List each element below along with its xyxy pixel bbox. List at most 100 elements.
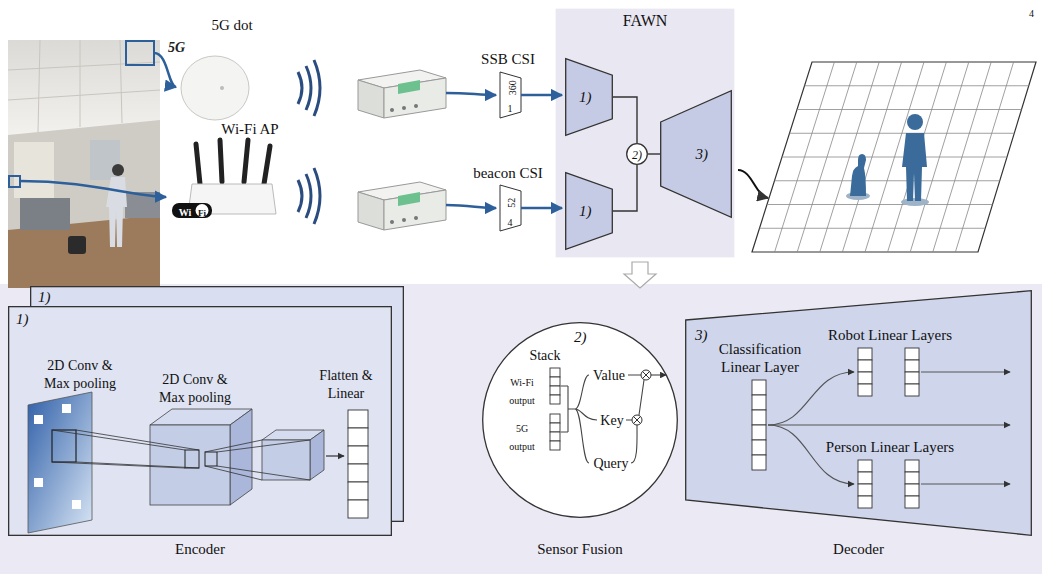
text-wrap: Wi [179, 202, 192, 220]
text-wrap: 2) [632, 145, 642, 163]
encoder-block: 1) [565, 172, 613, 250]
layer-label: 2D Conv & Max pooling [44, 358, 116, 391]
csi-arrows [446, 93, 496, 208]
logo-text: Fi [198, 208, 206, 218]
occupancy-grid [752, 62, 1036, 252]
encoder-block: 1) [565, 58, 613, 136]
dimension: 52 [506, 198, 517, 208]
text-wrap: Classification Linear Layer [710, 340, 810, 375]
layer-label: Classification Linear Layer [719, 341, 802, 375]
text-wrap: SSB CSI [481, 50, 535, 68]
attention-label: Key [600, 413, 623, 428]
text-wrap: 5G [168, 38, 185, 56]
callout-number: 1) [16, 311, 29, 327]
text-wrap: 2D Conv & Max pooling [154, 370, 236, 405]
fawn-panel-outline [556, 9, 735, 258]
text-wrap: Wi-Fi output [504, 372, 540, 407]
lab-photo [8, 40, 160, 288]
text-wrap: 5G output [504, 418, 540, 453]
text-wrap: 5G dot [211, 16, 252, 34]
vector-label: Wi-Fi output [509, 377, 535, 406]
text-wrap: 4 [508, 212, 513, 230]
callout-number: 2) [574, 329, 587, 345]
panel-title: Sensor Fusion [537, 541, 622, 557]
callout-number: 3) [695, 327, 708, 343]
csi-matrix-symbols [500, 72, 521, 231]
encoder-panel-outline [9, 307, 392, 536]
encoder-block-outline [566, 59, 613, 136]
callout-number: 1) [579, 203, 592, 219]
fawn-panel: FAWN 1) 1) 2) 3) [555, 8, 735, 258]
text-wrap: Flatten & Linear [315, 366, 377, 401]
text-wrap: Sensor Fusion [537, 540, 622, 558]
layer-label: Person Linear Layers [826, 439, 954, 455]
callout-number: 1) [579, 89, 592, 105]
decoder-block-outline [661, 91, 732, 218]
text-wrap: Stack [529, 346, 560, 364]
layer-label: Robot Linear Layers [828, 327, 952, 343]
layer-label: Stack [529, 348, 560, 363]
text-wrap: beacon CSI [473, 164, 543, 182]
radio-waves [298, 60, 320, 224]
logo-text: Wi [179, 207, 192, 218]
attention-label: Value [593, 368, 625, 383]
fusion-attention [550, 368, 666, 463]
page-number: 4 [1029, 8, 1034, 19]
text-wrap: 3) [696, 145, 709, 163]
fusion-panel-outline [483, 323, 678, 518]
fusion-circle-outline [627, 144, 648, 165]
device-name: 5G dot [211, 17, 252, 33]
text-wrap: Fi [198, 202, 206, 220]
panel-title: Decoder [833, 541, 884, 557]
connector [648, 153, 660, 154]
text-wrap: 1 [508, 98, 513, 116]
conv-layers [28, 392, 368, 533]
5g-dot-device [181, 56, 249, 120]
callout-number: 2) [632, 148, 642, 162]
text-wrap: Decoder [833, 540, 884, 558]
text-wrap: Robot Linear Layers [828, 326, 952, 344]
text-wrap: Value [593, 366, 625, 384]
bottom-band [0, 284, 1042, 574]
text-wrap: 4 [1029, 3, 1034, 21]
node-title: FAWN [623, 12, 668, 29]
device-name: Wi-Fi AP [221, 121, 278, 137]
logo-text: 5G [168, 40, 185, 55]
connector [613, 165, 637, 211]
zoom-arrow [624, 262, 656, 288]
text-wrap: Key [600, 411, 623, 429]
decoder-panel-outline [686, 291, 1032, 536]
signal-name: beacon CSI [473, 165, 543, 181]
signal-name: SSB CSI [481, 51, 535, 67]
text-wrap: 3) [695, 326, 708, 344]
receivers [358, 70, 446, 230]
callout-number: 1) [38, 289, 51, 305]
dimension: 1 [508, 103, 513, 114]
wifi-ap-device [172, 140, 276, 218]
text-wrap: 2) [574, 328, 587, 346]
text-wrap: 1) [579, 202, 592, 220]
text-wrap: 360 [501, 81, 519, 96]
attention-label: Query [594, 456, 629, 471]
text-wrap: Wi-Fi AP [221, 120, 278, 138]
vector-label: 5G output [509, 423, 535, 452]
decoder-block: 3) [660, 90, 732, 218]
text-wrap: 1) [38, 288, 51, 306]
callout-number: 3) [696, 146, 709, 162]
output-arrow [738, 170, 768, 198]
text-wrap: 52 [501, 198, 519, 208]
connector [613, 97, 637, 143]
text-wrap: 2D Conv & Max pooling [39, 356, 121, 391]
encoder-block-outline [566, 173, 613, 250]
layer-label: Flatten & Linear [319, 368, 372, 401]
text-wrap: 1) [579, 88, 592, 106]
input-arrows [521, 95, 562, 208]
text-wrap: Query [594, 454, 629, 472]
panel-title: Encoder [175, 541, 225, 557]
dimension: 360 [506, 81, 517, 96]
text-wrap: Person Linear Layers [826, 438, 954, 456]
